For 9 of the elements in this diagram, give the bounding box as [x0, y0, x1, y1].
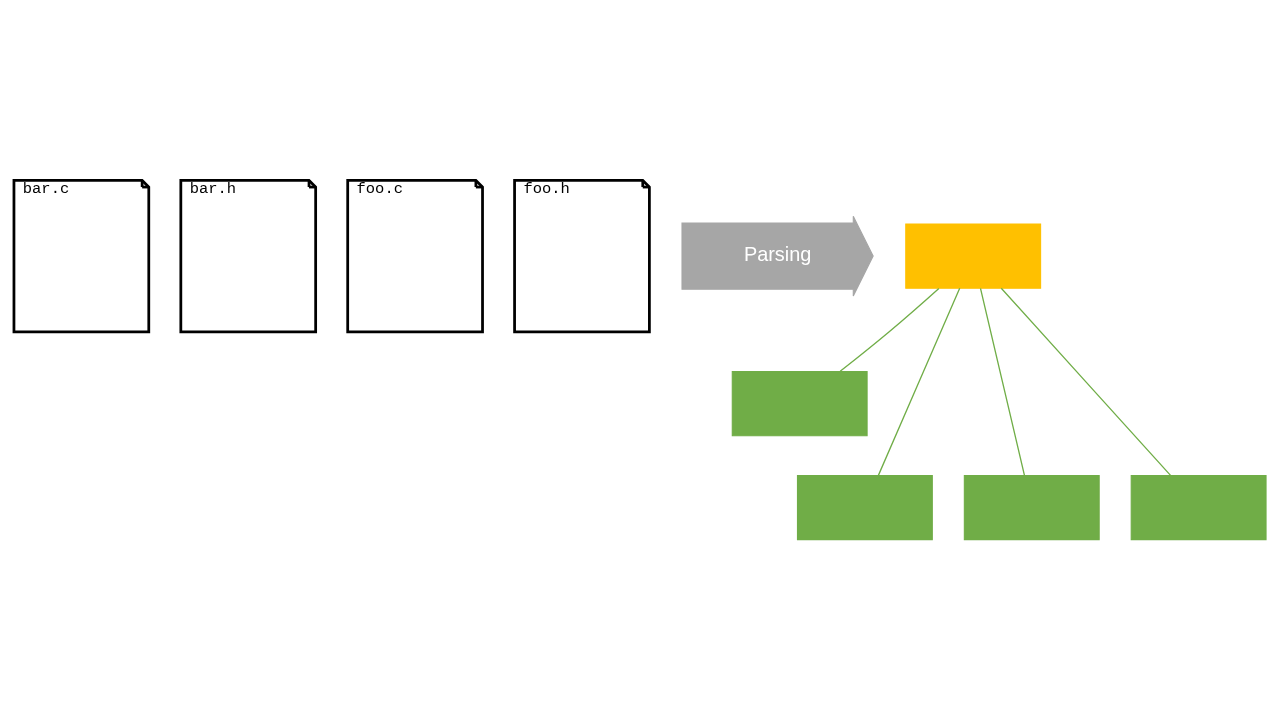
- connector: [877, 287, 961, 477]
- node-box: [1130, 474, 1267, 541]
- node-box: [731, 371, 868, 437]
- connector: [1000, 287, 1172, 477]
- connector: [839, 287, 940, 372]
- node-box: [963, 474, 1100, 541]
- connector: [979, 287, 1026, 477]
- node-box: [905, 223, 1042, 289]
- node-box: [796, 474, 933, 541]
